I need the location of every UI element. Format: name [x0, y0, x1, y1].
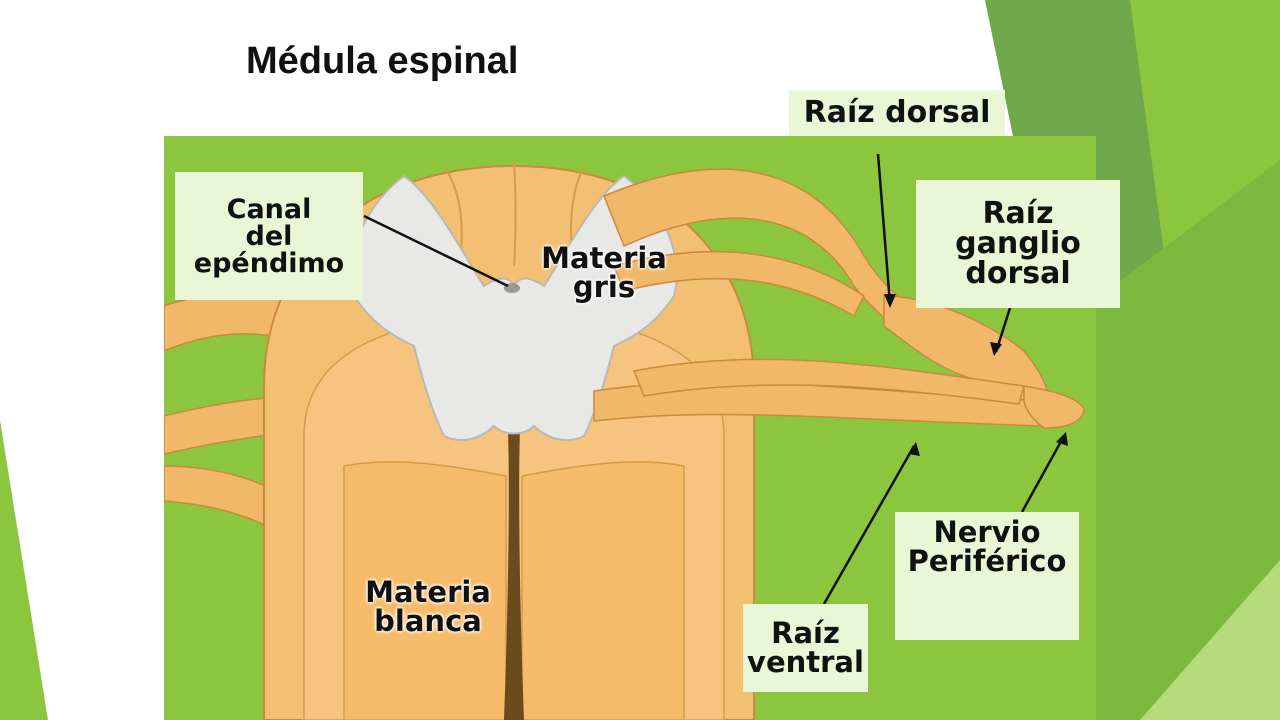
label-raiz-dorsal: Raíz dorsal	[789, 90, 1005, 136]
pointer-raiz-dorsal	[876, 153, 892, 305]
label-materia-blanca-line-1: Materia	[365, 575, 491, 609]
label-canal-line-2: del	[245, 220, 293, 252]
label-canal-line-1: Canal	[226, 193, 312, 225]
label-canal-del-ependimo: Canal del epéndimo	[175, 172, 363, 300]
label-materia-gris: Materia gris	[540, 244, 668, 302]
label-raiz-ganglio-line-3: dorsal	[965, 256, 1071, 291]
label-materia-gris-line-2: gris	[572, 270, 636, 304]
label-nervio-line-1: Nervio	[933, 515, 1041, 549]
right-nerve-roots	[593, 168, 1085, 429]
slide-title: Médula espinal	[246, 40, 519, 82]
pointer-nervio	[1020, 435, 1066, 513]
label-raiz-ganglio-line-1: Raíz	[982, 196, 1054, 231]
label-materia-blanca-line-2: blanca	[374, 604, 482, 638]
label-raiz-ventral-line-1: Raíz	[771, 616, 840, 650]
left-triangle	[0, 420, 48, 720]
label-materia-gris-line-1: Materia	[541, 241, 667, 275]
label-raiz-ganglio-dorsal: Raíz ganglio dorsal	[916, 180, 1120, 308]
right-triangle-lower	[1095, 160, 1280, 720]
label-nervio-periferico: Nervio Periférico	[895, 512, 1079, 640]
label-canal-line-3: epéndimo	[193, 247, 345, 279]
label-raiz-dorsal-line-1: Raíz dorsal	[803, 95, 991, 130]
label-nervio-line-2: Periférico	[907, 544, 1067, 578]
label-raiz-ventral-line-2: ventral	[747, 645, 864, 679]
pointer-raiz-ventral	[822, 445, 916, 605]
label-materia-blanca: Materia blanca	[362, 578, 494, 636]
pointer-arrowheads	[884, 294, 1068, 456]
right-triangle-corner	[1140, 560, 1280, 720]
label-raiz-ganglio-line-2: ganglio	[955, 226, 1081, 261]
pointer-canal	[363, 214, 509, 288]
pointer-lines	[363, 153, 1066, 605]
label-raiz-ventral: Raíz ventral	[743, 604, 868, 692]
